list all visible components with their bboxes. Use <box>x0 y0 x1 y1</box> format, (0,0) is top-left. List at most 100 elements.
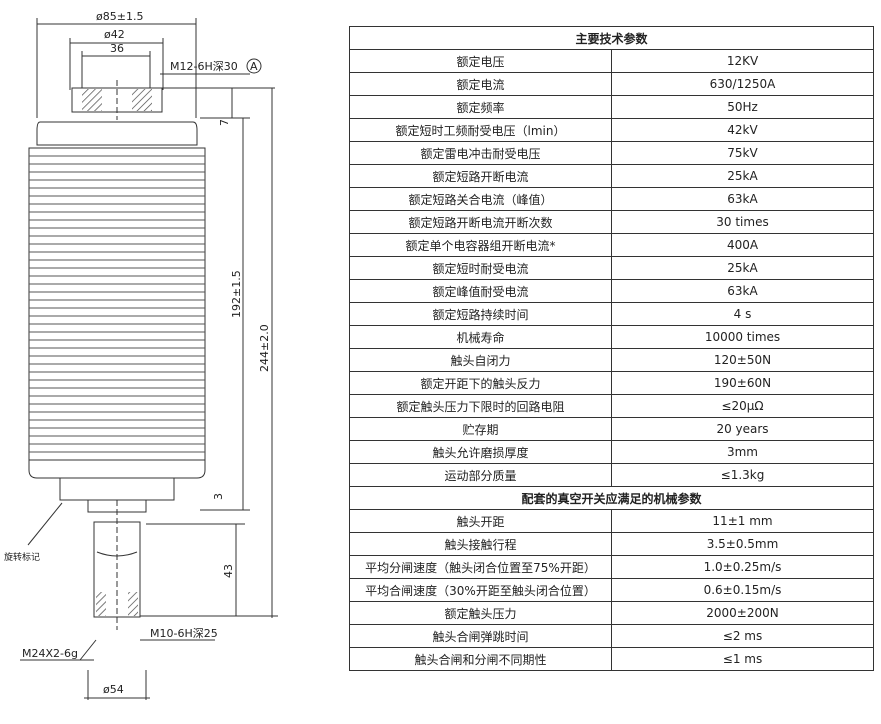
param-name: 平均分闸速度（触头闭合位置至75%开距） <box>349 555 612 579</box>
param-name: 额定频率 <box>349 95 612 119</box>
param-value: 30 times <box>611 210 874 234</box>
dim-small: 3 <box>212 493 225 500</box>
param-name: 触头合闸弹跳时间 <box>349 624 612 648</box>
param-value: 11±1 mm <box>611 509 874 533</box>
param-name: 运动部分质量 <box>349 463 612 487</box>
param-name: 额定短时耐受电流 <box>349 256 612 280</box>
param-value: 0.6±0.15m/s <box>611 578 874 602</box>
bottom-flange <box>59 477 175 501</box>
param-value: 25kA <box>611 164 874 188</box>
param-name: 机械寿命 <box>349 325 612 349</box>
section-title: 主要技术参数 <box>349 26 874 50</box>
param-name: 贮存期 <box>349 417 612 441</box>
ceramic-body <box>28 147 206 461</box>
param-name: 额定峰值耐受电流 <box>349 279 612 303</box>
param-name: 触头开距 <box>349 509 612 533</box>
table-row: 额定单个电容器组开断电流*400A <box>349 233 874 257</box>
param-value: 63kA <box>611 187 874 211</box>
lower-housing <box>28 459 206 479</box>
section-header-row: 配套的真空开关应满足的机械参数 <box>349 486 874 510</box>
stem-hatch-right <box>128 592 138 616</box>
datum-mark: A <box>250 60 258 73</box>
param-value: 42kV <box>611 118 874 142</box>
param-value: 12KV <box>611 49 874 73</box>
section-title: 配套的真空开关应满足的机械参数 <box>349 486 874 510</box>
param-value: 25kA <box>611 256 874 280</box>
rotation-mark-label: 旋转标记 <box>4 551 40 563</box>
side-dimensions <box>140 87 278 618</box>
table-row: 平均合闸速度（30%开距至触头闭合位置）0.6±0.15m/s <box>349 578 874 602</box>
param-value: 1.0±0.25m/s <box>611 555 874 579</box>
param-value: ≤1 ms <box>611 647 874 671</box>
param-value: 63kA <box>611 279 874 303</box>
param-name: 额定电压 <box>349 49 612 73</box>
datum-circle <box>246 58 262 74</box>
param-value: 10000 times <box>611 325 874 349</box>
upper-flange <box>36 121 198 146</box>
dim-inner-diameter: ø42 <box>104 28 125 41</box>
param-value: 120±50N <box>611 348 874 372</box>
param-name: 触头允许磨损厚度 <box>349 440 612 464</box>
param-name: 额定单个电容器组开断电流* <box>349 233 612 257</box>
thread-stem-label: M24X2-6g <box>22 647 78 660</box>
param-name: 触头接触行程 <box>349 532 612 556</box>
param-name: 额定开距下的触头反力 <box>349 371 612 395</box>
param-name: 触头合闸和分闸不同期性 <box>349 647 612 671</box>
param-value: 190±60N <box>611 371 874 395</box>
interrupter-drawing: ø85±1.5 ø42 36 M12-6H深30 A 7 192±1.5 244… <box>4 10 278 700</box>
top-cap-hatch-right <box>132 89 152 111</box>
dim-outer-diameter: ø85±1.5 <box>96 10 143 23</box>
param-value: ≤20μΩ <box>611 394 874 418</box>
section-header-row: 主要技术参数 <box>349 26 874 50</box>
dim-total-height: 244±2.0 <box>258 324 271 372</box>
param-value: 3.5±0.5mm <box>611 532 874 556</box>
top-cap-hatch-left <box>82 89 102 111</box>
param-value: 630/1250A <box>611 72 874 96</box>
dim-top-gap: 7 <box>218 119 231 126</box>
dim-stem-height: 43 <box>222 564 235 578</box>
param-value: 20 years <box>611 417 874 441</box>
param-name: 额定短路关合电流（峰值） <box>349 187 612 211</box>
table-row: 额定短路关合电流（峰值）63kA <box>349 187 874 211</box>
dim-base-diameter: ø54 <box>103 683 124 696</box>
param-value: 2000±200N <box>611 601 874 625</box>
table-row: 额定触头压力下限时的回路电阻≤20μΩ <box>349 394 874 418</box>
param-name: 额定短路开断电流 <box>349 164 612 188</box>
thread-top-label: M12-6H深30 <box>170 60 238 73</box>
dim-inner-width: 36 <box>110 42 124 55</box>
stem-hatch-left <box>96 592 106 616</box>
param-value: ≤2 ms <box>611 624 874 648</box>
top-dimensions <box>36 18 250 118</box>
param-value: ≤1.3kg <box>611 463 874 487</box>
table-row: 额定短时工频耐受电压（lmin）42kV <box>349 118 874 142</box>
param-value: 400A <box>611 233 874 257</box>
table-row: 平均分闸速度（触头闭合位置至75%开距）1.0±0.25m/s <box>349 555 874 579</box>
table-row: 触头合闸和分闸不同期性≤1 ms <box>349 647 874 671</box>
param-value: 75kV <box>611 141 874 165</box>
param-value: 3mm <box>611 440 874 464</box>
param-name: 额定短时工频耐受电压（lmin） <box>349 118 612 142</box>
param-name: 额定触头压力 <box>349 601 612 625</box>
param-value: 50Hz <box>611 95 874 119</box>
thread-bottom-label: M10-6H深25 <box>150 627 218 640</box>
param-name: 额定触头压力下限时的回路电阻 <box>349 394 612 418</box>
param-name: 额定电流 <box>349 72 612 96</box>
